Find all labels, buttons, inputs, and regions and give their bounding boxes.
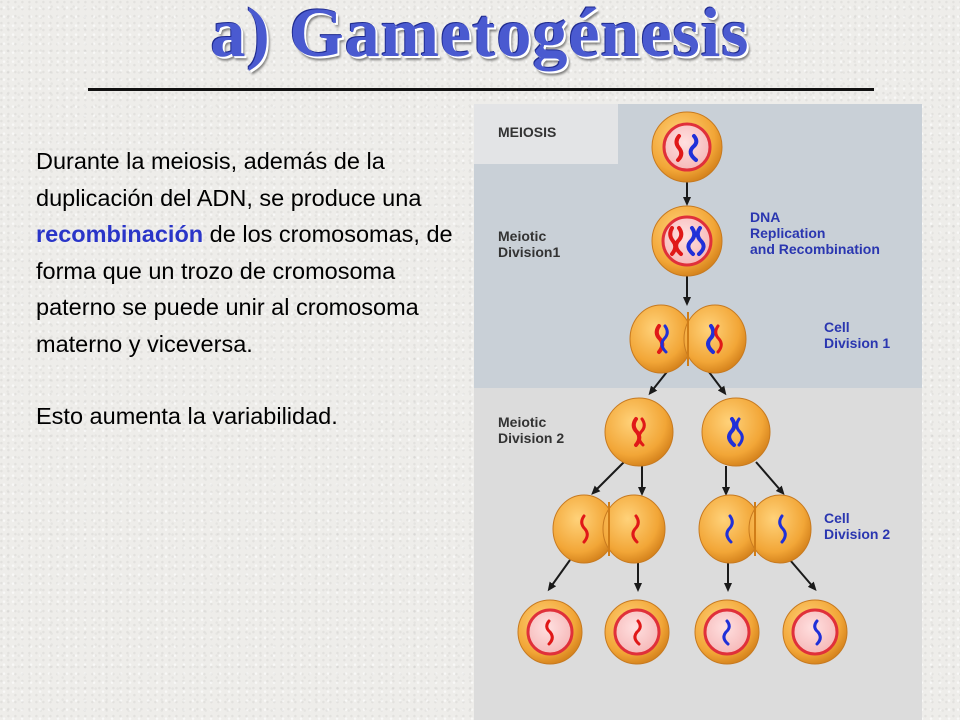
chromosome-blue	[660, 324, 669, 354]
paragraph-text-end: de los cromosomas, de forma que un trozo…	[36, 221, 453, 357]
label-cell-division-2-line2: Division 2	[824, 526, 890, 542]
panel-division-2	[474, 388, 922, 720]
paragraph-text-start: Durante la meiosis, además de la duplica…	[36, 148, 422, 211]
chromosome-red	[545, 619, 554, 646]
label-dna-line2: Replication	[750, 225, 825, 241]
chromosome-red	[714, 324, 723, 354]
label-meiotic-division-2-line1: Meiotic	[498, 414, 546, 430]
chromosome-red	[580, 514, 589, 544]
chromosome-blue	[706, 324, 716, 354]
gamete-1	[517, 599, 583, 665]
chromosome-blue	[735, 417, 744, 447]
label-dna-line3: and Recombination	[750, 241, 880, 257]
cell-meiosis2-right	[701, 397, 771, 467]
arrow-9	[547, 559, 571, 592]
gamete-4	[782, 599, 848, 665]
gamete-2	[604, 599, 670, 665]
highlight-recombinacion: recombinación	[36, 221, 204, 247]
paragraph-variability: Esto aumenta la variabilidad.	[36, 403, 338, 429]
arrow-8	[755, 461, 785, 496]
cell-replicated	[651, 205, 723, 277]
chromosome-blue	[688, 134, 699, 162]
chromosomes	[674, 134, 699, 162]
chromosome-blue	[722, 619, 731, 646]
chromosome-blue	[813, 619, 822, 646]
cell-meiosis2-left	[604, 397, 674, 467]
body-text: Durante la meiosis, además de la duplica…	[36, 143, 456, 435]
arrow-12	[789, 559, 817, 592]
gamete-3	[694, 599, 760, 665]
label-meiotic-division-1-line1: Meiotic	[498, 228, 546, 244]
chromosomes	[654, 324, 723, 354]
cell-parent	[651, 111, 723, 183]
label-meiotic-division-1-line2: Division1	[498, 244, 560, 260]
label-cell-division-2-line1: Cell	[824, 510, 850, 526]
cell-dividing-1	[629, 304, 747, 374]
paragraph-recombination: Durante la meiosis, además de la duplica…	[36, 143, 456, 362]
chromosome-red	[631, 514, 640, 544]
label-cell-division-1-line1: Cell	[824, 319, 850, 335]
slide-title: a) Gametogénesis	[210, 0, 750, 72]
chromosome-blue	[686, 226, 697, 256]
chromosome-blue	[778, 514, 787, 544]
meiosis-header-box	[474, 104, 618, 164]
cell-dividing-2-left	[552, 494, 666, 564]
label-meiotic-division-2-line2: Division 2	[498, 430, 564, 446]
chromosome-blue	[725, 514, 734, 544]
title-divider	[88, 88, 874, 91]
chromosome-blue	[695, 226, 706, 256]
chromosome-red	[637, 417, 646, 447]
meiosis-header: MEIOSIS	[498, 124, 556, 140]
chromosome-red	[674, 226, 684, 256]
meiosis-figure: MEIOSIS Meiotic Division1 DNA Replicatio…	[474, 104, 922, 720]
chromosome-red	[633, 619, 642, 646]
chromosome-red	[674, 134, 684, 162]
chromosome-red	[668, 226, 678, 256]
chromosome-blue	[727, 417, 737, 447]
label-dna-line1: DNA	[750, 209, 780, 225]
label-cell-division-1-line2: Division 1	[824, 335, 890, 351]
cell-dividing-2-right	[698, 494, 812, 564]
arrow-5	[591, 461, 625, 495]
chromosomes	[668, 226, 706, 256]
meiosis-diagram: MEIOSIS Meiotic Division1 DNA Replicatio…	[474, 104, 922, 720]
